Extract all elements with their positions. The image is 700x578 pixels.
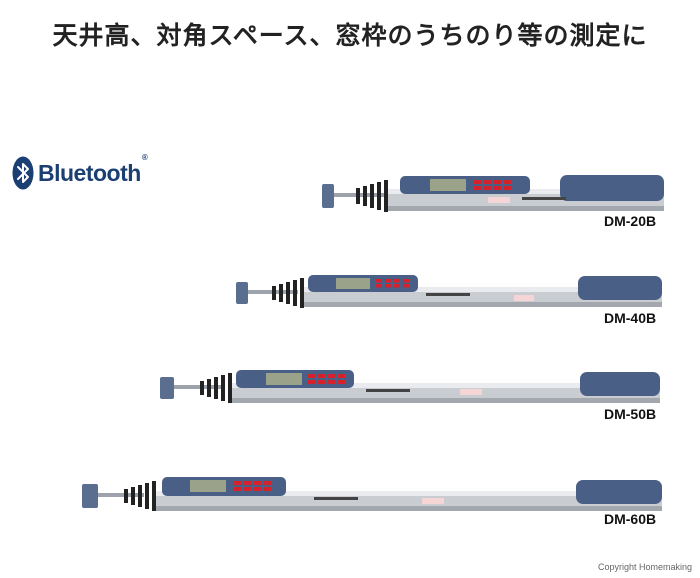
model-label-dm-50b: DM-50B [604,406,657,422]
model-label-dm-60b: DM-60B [604,511,657,527]
measuring-rod-dm-60b [82,477,662,511]
measuring-rod-dm-20b [322,175,664,212]
measuring-rod-dm-50b [160,370,660,403]
headline: 天井高、対角スペース、窓枠のうちのり等の測定に [52,21,648,50]
bluetooth-wordmark: Bluetooth® [38,152,148,186]
measuring-rod-dm-40b [236,275,662,308]
model-label-dm-20b: DM-20B [604,213,657,229]
bluetooth-badge: Bluetooth® [12,152,148,191]
model-label-dm-40b: DM-40B [604,310,657,326]
copyright-text: Copyright Homemaking [597,562,692,572]
bluetooth-icon [12,156,34,190]
